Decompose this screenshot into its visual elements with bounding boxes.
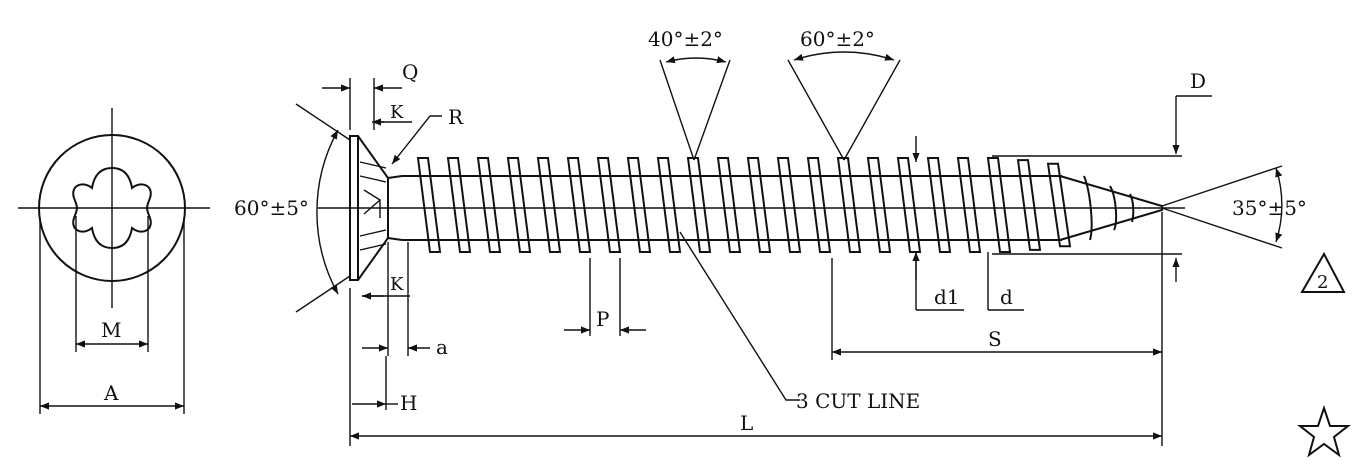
thread-flight	[566, 157, 592, 253]
thread-flight	[626, 157, 652, 253]
dim-label-K-bottom: K	[390, 274, 404, 295]
dim-label-angle-40: 40°±2°	[648, 27, 723, 51]
thread-flight	[776, 157, 802, 253]
thread-flight	[506, 157, 532, 253]
dim-label-d1: d1	[934, 285, 960, 309]
thread-flight	[926, 157, 952, 253]
star-icon	[1297, 404, 1351, 458]
end-view: M A	[18, 108, 210, 414]
thread-flight	[956, 157, 982, 253]
thread-body	[402, 157, 1072, 253]
thread-flight	[446, 157, 472, 253]
dim-label-H: H	[400, 391, 417, 415]
dim-label-S: S	[988, 327, 1002, 351]
dim-label-D: D	[1190, 69, 1206, 93]
thread-flight	[686, 157, 712, 253]
dim-label-angle-60: 60°±2°	[800, 27, 875, 51]
thread-flight	[806, 157, 832, 253]
dim-label-P: P	[596, 307, 609, 331]
thread-flight	[866, 157, 892, 253]
dim-label-d: d	[1000, 285, 1013, 309]
dim-label-L: L	[740, 411, 753, 435]
dim-label-M: M	[101, 318, 121, 342]
thread-flight	[1046, 162, 1072, 248]
cut-line-label: 3 CUT LINE	[796, 389, 920, 413]
thread-flight	[746, 157, 772, 253]
thread-flight	[836, 157, 862, 253]
dim-label-a: a	[436, 335, 448, 359]
thread-flight	[536, 157, 562, 253]
dim-label-point-angle: 35°±5°	[1232, 196, 1307, 220]
dimensions: Q K R 60°±5° K a H L	[234, 27, 1307, 446]
thread-flight	[1016, 159, 1042, 251]
dim-label-R: R	[448, 105, 464, 129]
thread-flight	[986, 157, 1012, 253]
thread-flight	[596, 157, 622, 253]
dim-label-K-top: K	[390, 102, 404, 123]
thread-flight	[656, 157, 682, 253]
thread-flight	[716, 157, 742, 253]
side-view	[318, 135, 1185, 281]
thread-flight	[416, 157, 442, 253]
dim-label-head-angle: 60°±5°	[234, 196, 309, 220]
revision-triangle-label: 2	[1317, 272, 1328, 293]
revision-triangle-icon: 2	[1300, 251, 1346, 293]
torx-recess-icon	[72, 166, 152, 250]
dim-label-A: A	[103, 381, 119, 405]
dim-label-Q: Q	[402, 60, 418, 84]
thread-flight	[476, 157, 502, 253]
thread-flight	[896, 157, 922, 253]
